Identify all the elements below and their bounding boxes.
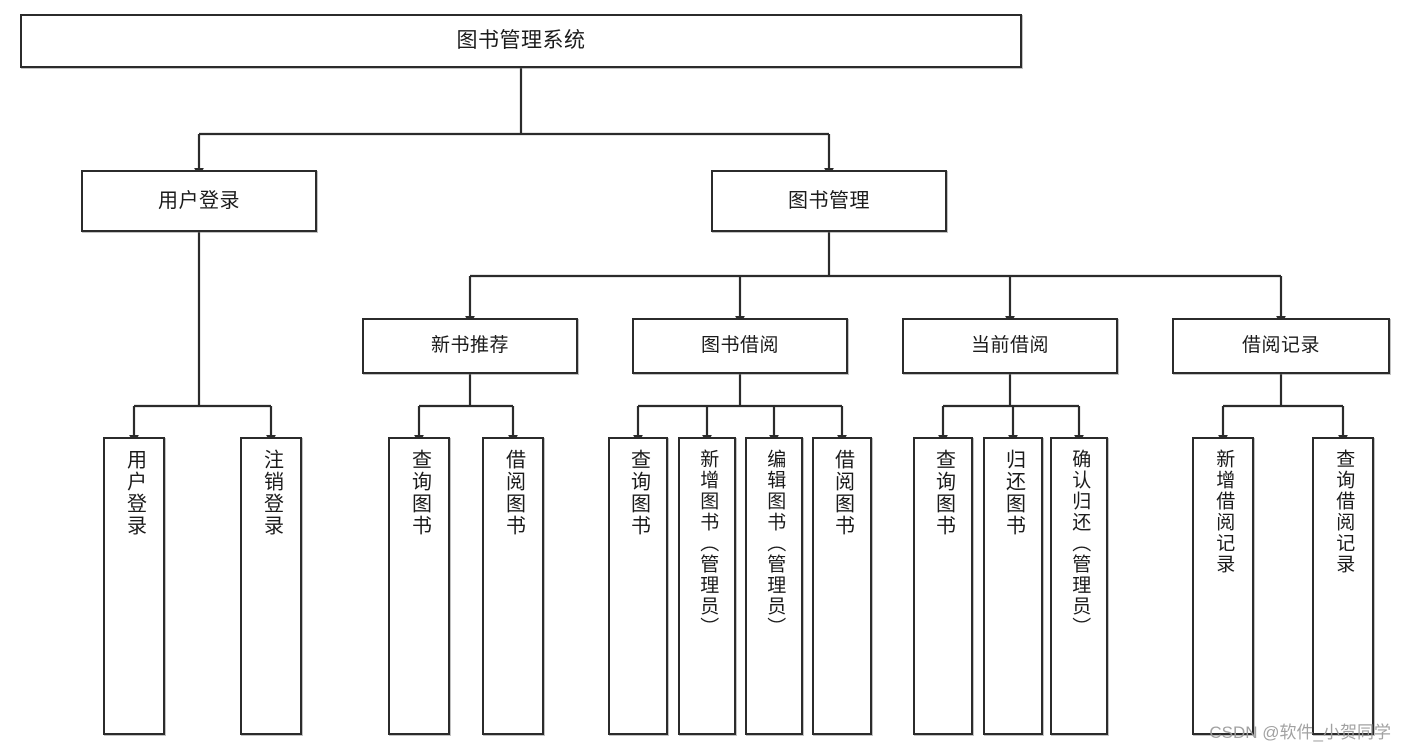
node-label-leaf-br-query: 查询借阅记录: [1333, 449, 1355, 575]
node-leaf-bb-query[interactable]: 查询图书: [608, 437, 668, 735]
node-leaf-cb-query[interactable]: 查询图书: [913, 437, 973, 735]
node-label-leaf-user-logout: 注销登录: [260, 449, 283, 537]
node-label-leaf-user-login: 用户登录: [123, 449, 146, 537]
node-borrow-record[interactable]: 借阅记录: [1172, 318, 1390, 374]
node-label-leaf-nbr-borrow: 借阅图书: [502, 449, 525, 537]
node-label-current-borrow: 当前借阅: [970, 335, 1049, 357]
node-label-leaf-bb-query: 查询图书: [627, 449, 650, 537]
node-label-new-book-rec: 新书推荐: [430, 335, 509, 357]
node-label-leaf-cb-query: 查询图书: [932, 449, 955, 537]
node-leaf-br-query[interactable]: 查询借阅记录: [1312, 437, 1374, 735]
node-new-book-rec[interactable]: 新书推荐: [362, 318, 578, 374]
node-leaf-cb-return[interactable]: 归还图书: [983, 437, 1043, 735]
node-leaf-user-login[interactable]: 用户登录: [103, 437, 165, 735]
node-leaf-cb-confirm[interactable]: 确认归还（管理员）: [1050, 437, 1108, 735]
node-label-leaf-cb-confirm: 确认归还（管理员）: [1069, 449, 1091, 638]
edges-group: [129, 68, 1348, 444]
node-label-user-login: 用户登录: [158, 189, 240, 212]
node-label-root: 图书管理系统: [456, 28, 586, 52]
node-label-leaf-bb-borrow: 借阅图书: [831, 449, 854, 537]
node-user-login[interactable]: 用户登录: [81, 170, 317, 232]
node-leaf-user-logout[interactable]: 注销登录: [240, 437, 302, 735]
node-label-leaf-cb-return: 归还图书: [1002, 449, 1025, 537]
node-root[interactable]: 图书管理系统: [20, 14, 1022, 68]
node-label-leaf-br-add: 新增借阅记录: [1213, 449, 1235, 575]
node-leaf-bb-add[interactable]: 新增图书（管理员）: [678, 437, 736, 735]
node-current-borrow[interactable]: 当前借阅: [902, 318, 1118, 374]
node-label-leaf-bb-add: 新增图书（管理员）: [697, 449, 719, 638]
node-leaf-bb-edit[interactable]: 编辑图书（管理员）: [745, 437, 803, 735]
node-leaf-nbr-query[interactable]: 查询图书: [388, 437, 450, 735]
node-label-leaf-nbr-query: 查询图书: [408, 449, 431, 537]
node-book-manage[interactable]: 图书管理: [711, 170, 947, 232]
node-label-book-borrow: 图书借阅: [700, 335, 779, 357]
node-leaf-nbr-borrow[interactable]: 借阅图书: [482, 437, 544, 735]
node-label-borrow-record: 借阅记录: [1241, 335, 1320, 357]
node-book-borrow[interactable]: 图书借阅: [632, 318, 848, 374]
node-label-leaf-bb-edit: 编辑图书（管理员）: [764, 449, 786, 638]
node-leaf-bb-borrow[interactable]: 借阅图书: [812, 437, 872, 735]
watermark-label: CSDN @软件_小贺同学: [1209, 723, 1391, 742]
node-leaf-br-add[interactable]: 新增借阅记录: [1192, 437, 1254, 735]
node-label-book-manage: 图书管理: [788, 189, 870, 212]
